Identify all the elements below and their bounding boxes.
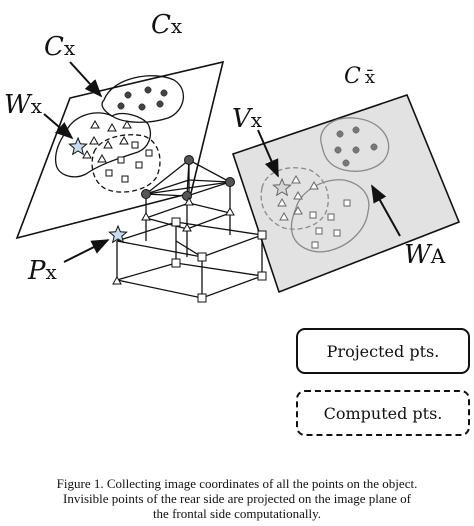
arrow-wa [371, 184, 401, 237]
label-cx-left: Cx [44, 32, 76, 62]
annotation-arrows [43, 61, 401, 263]
wx-star-icon [68, 136, 88, 156]
right-circle-points [334, 126, 378, 167]
left-triangle-points [82, 119, 132, 163]
computed-region-left [91, 134, 161, 193]
label-cx-top: Cx [151, 10, 183, 40]
legend-projected-label: Projected pts. [326, 341, 440, 361]
label-wa: WA [404, 240, 446, 270]
object-triangle-vertices [112, 196, 235, 285]
label-wx: Wx [4, 90, 43, 120]
vx-star-icon [272, 177, 292, 197]
circle-region-left [101, 75, 185, 123]
right-triangle-points [277, 174, 319, 221]
legend-projected-pts: Projected pts. [296, 328, 470, 374]
wa-region [290, 179, 370, 253]
right-image-plane [231, 94, 461, 294]
arrow-wx [43, 113, 74, 140]
right-square-points [309, 199, 351, 249]
arrow-px [63, 239, 110, 263]
object-square-vertices [171, 217, 267, 303]
px-star-icon [108, 224, 128, 244]
arrow-vx [257, 129, 279, 178]
figure-caption: Figure 1. Collecting image coordinates o… [0, 476, 474, 521]
left-circle-points [117, 86, 168, 111]
legend-computed-label: Computed pts. [323, 403, 443, 423]
label-px: Px [28, 256, 57, 286]
left-image-plane [15, 60, 225, 240]
vx-region [260, 167, 329, 230]
object-circle-vertices [141, 155, 235, 201]
arrow-cx [69, 61, 103, 98]
caption-line-3: the frontal side computationally. [152, 506, 322, 521]
legend-computed-pts: Computed pts. [296, 390, 470, 436]
caption-line-2: Invisible points of the rear side are pr… [63, 491, 411, 506]
caption-line-1: Figure 1. Collecting image coordinates o… [56, 476, 418, 491]
wx-region [54, 112, 152, 178]
circle-region-right [320, 117, 390, 172]
left-square-points [105, 141, 153, 183]
label-vx: Vx [232, 104, 263, 134]
